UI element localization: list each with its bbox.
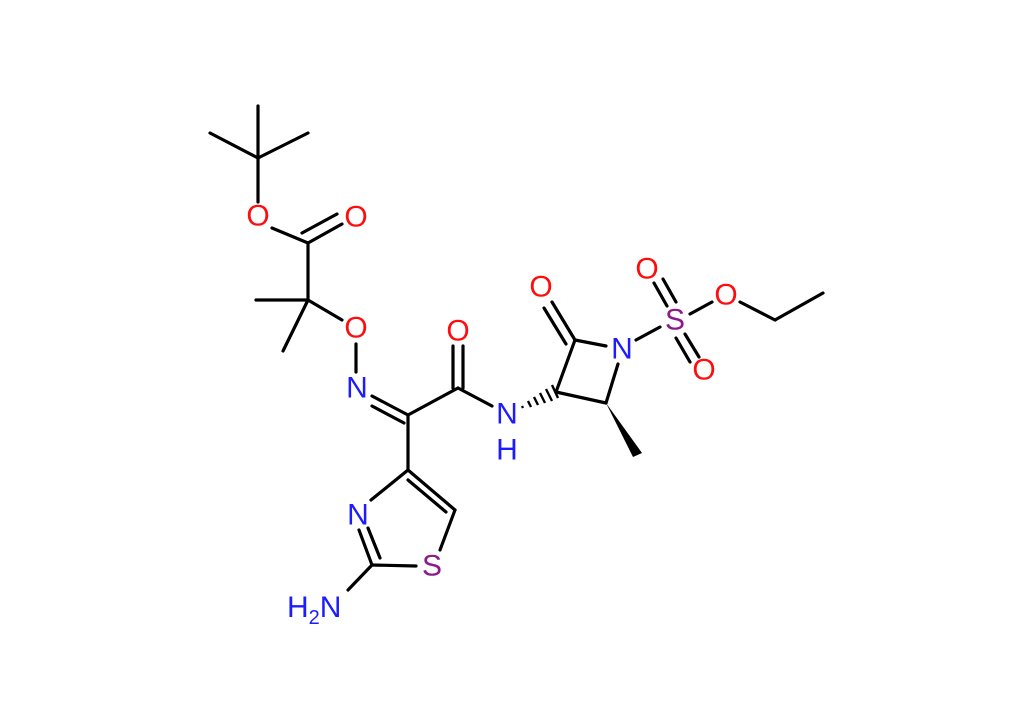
double-bond [366, 526, 382, 560]
bond [554, 390, 608, 405]
bond [281, 298, 310, 353]
atom-o-ester-carbonyl: O [344, 201, 367, 234]
amine-h: H [287, 591, 309, 624]
double-bond [300, 212, 339, 235]
bond [438, 508, 457, 552]
bond [346, 563, 374, 592]
double-bond [661, 277, 678, 304]
double-bond [406, 478, 448, 514]
bond [456, 386, 494, 408]
double-bond [370, 394, 410, 417]
atom-s-thiazole: S [422, 550, 442, 583]
bond [688, 300, 714, 316]
bond [256, 131, 310, 160]
atom-o-lactam: O [529, 271, 552, 304]
atom-s-sulfonyl: S [665, 304, 685, 337]
bond [406, 386, 460, 417]
bond [773, 291, 825, 322]
atom-n-lactam: N [611, 333, 633, 366]
bond [634, 325, 662, 342]
bond [406, 468, 457, 512]
bond [738, 300, 777, 322]
wedge-bond [606, 403, 642, 457]
atom-o-sulfonate: O [714, 279, 737, 312]
bond [554, 338, 577, 394]
double-bond [542, 306, 568, 346]
bond [604, 362, 620, 405]
atom-n-amide: N [496, 398, 518, 431]
bond [370, 563, 418, 568]
double-bond [550, 300, 577, 342]
atom-o-ester: O [246, 200, 269, 233]
bond [369, 468, 410, 502]
double-bond [370, 404, 406, 425]
amine-subscript: 2 [309, 607, 320, 629]
amine-n: N [320, 591, 342, 624]
atom-labels: O O O N O N H O N S O O O N S H2N [246, 200, 737, 630]
atom-amine: H2N [287, 591, 341, 629]
atom-o-sulfonyl-1: O [635, 253, 658, 286]
atom-h-amide: H [496, 434, 518, 467]
hashed-wedge-bond [520, 384, 560, 409]
double-bond [652, 281, 669, 308]
atom-n-oxime: N [346, 372, 368, 405]
atom-o-oxime: O [344, 312, 367, 345]
bond [270, 226, 310, 245]
double-bond [357, 528, 374, 567]
bond [306, 298, 344, 322]
double-bond [306, 222, 344, 245]
bond [208, 131, 260, 160]
bonds [208, 104, 825, 592]
double-bond [674, 336, 692, 364]
double-bond [683, 332, 701, 359]
atom-o-sulfonyl-2: O [692, 354, 715, 387]
bond [573, 338, 608, 348]
atom-n-thiazole: N [347, 499, 369, 532]
atom-o-amide: O [446, 315, 469, 348]
